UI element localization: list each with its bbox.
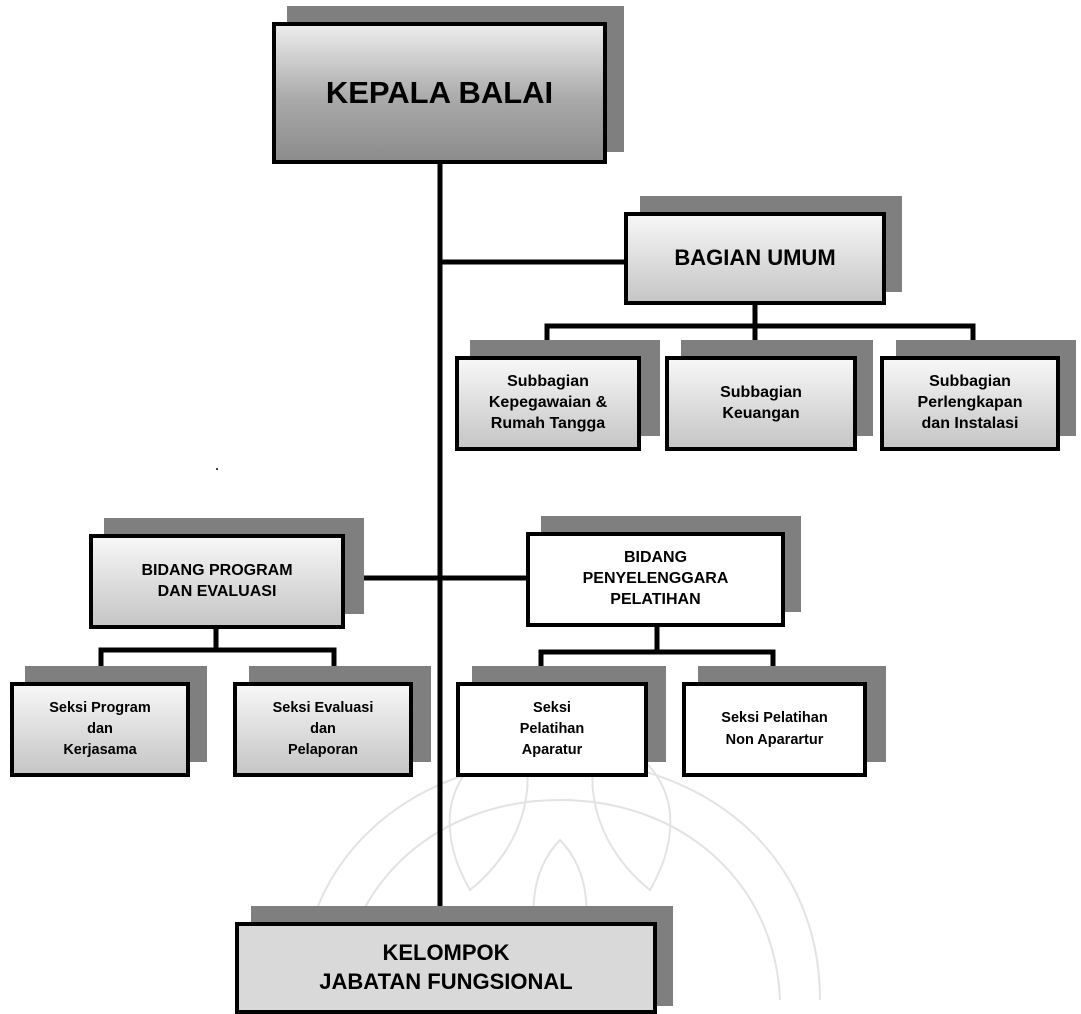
seksi-pelatihan-non-box: Seksi Pelatihan Non Aparartur	[682, 682, 867, 777]
subbagian-kepegawaian-box: Subbagian Kepegawaian & Rumah Tangga	[455, 356, 641, 451]
kelompok-jabatan-box: KELOMPOK JABATAN FUNGSIONAL	[235, 922, 657, 1014]
bidang-penyelenggara-box: BIDANG PENYELENGGARA PELATIHAN	[526, 532, 785, 627]
stray-dot	[216, 468, 218, 470]
bidang-program-box: BIDANG PROGRAM DAN EVALUASI	[89, 534, 345, 629]
subbagian-perlengkapan-box: Subbagian Perlengkapan dan Instalasi	[880, 356, 1060, 451]
seksi-program-box: Seksi Program dan Kerjasama	[10, 682, 190, 777]
seksi-evaluasi-box: Seksi Evaluasi dan Pelaporan	[233, 682, 413, 777]
subbagian-keuangan-box: Subbagian Keuangan	[665, 356, 857, 451]
kepala-balai-box: KEPALA BALAI	[272, 22, 607, 164]
bagian-umum-box: BAGIAN UMUM	[624, 212, 886, 305]
seksi-pelatihan-aparatur-box: Seksi Pelatihan Aparatur	[456, 682, 648, 777]
